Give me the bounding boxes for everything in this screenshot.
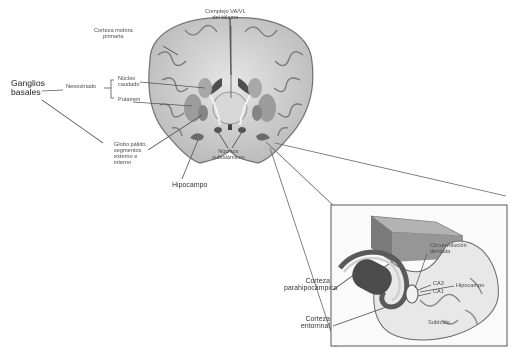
globus-pallidus-left [198, 105, 208, 121]
label-neoestriado: Neoestriado [66, 85, 96, 91]
label-hipocampo-main: Hipocampo [172, 182, 207, 189]
label-complejo-va-vl: Complejo VA/VL del tálamo [205, 10, 246, 22]
label-putamen: Putamen [118, 98, 140, 104]
label-ca1: CA1 [433, 290, 444, 296]
caudate-right [248, 78, 262, 98]
globus-pallidus-right [252, 105, 262, 121]
label-hipocampo-inset: Hipocampo [456, 284, 484, 290]
label-circunvolucion-dentada: Circunvolución dentada [430, 244, 467, 256]
hippocampus-inset [331, 205, 507, 346]
label-ca3: CA3 [433, 282, 444, 288]
label-nucleo-caudado: Núcleo caudado [118, 77, 139, 89]
label-nucleos-subtalamicos: Núcleos subtalámicos [212, 150, 245, 162]
label-corteza-entorrinal: Corteza entorrinal [284, 316, 330, 331]
label-subiculo: Subículo [428, 321, 450, 327]
dentate-gyrus [406, 285, 418, 303]
label-ganglios-basales: Ganglios basales [11, 79, 45, 97]
label-globo-palido: Globo pálido, segmentos externo e intern… [114, 143, 147, 166]
label-corteza-parahipocampica: Corteza parahipocámpica [284, 278, 330, 293]
label-corteza-motora: Corteza motora primaria [94, 29, 133, 41]
